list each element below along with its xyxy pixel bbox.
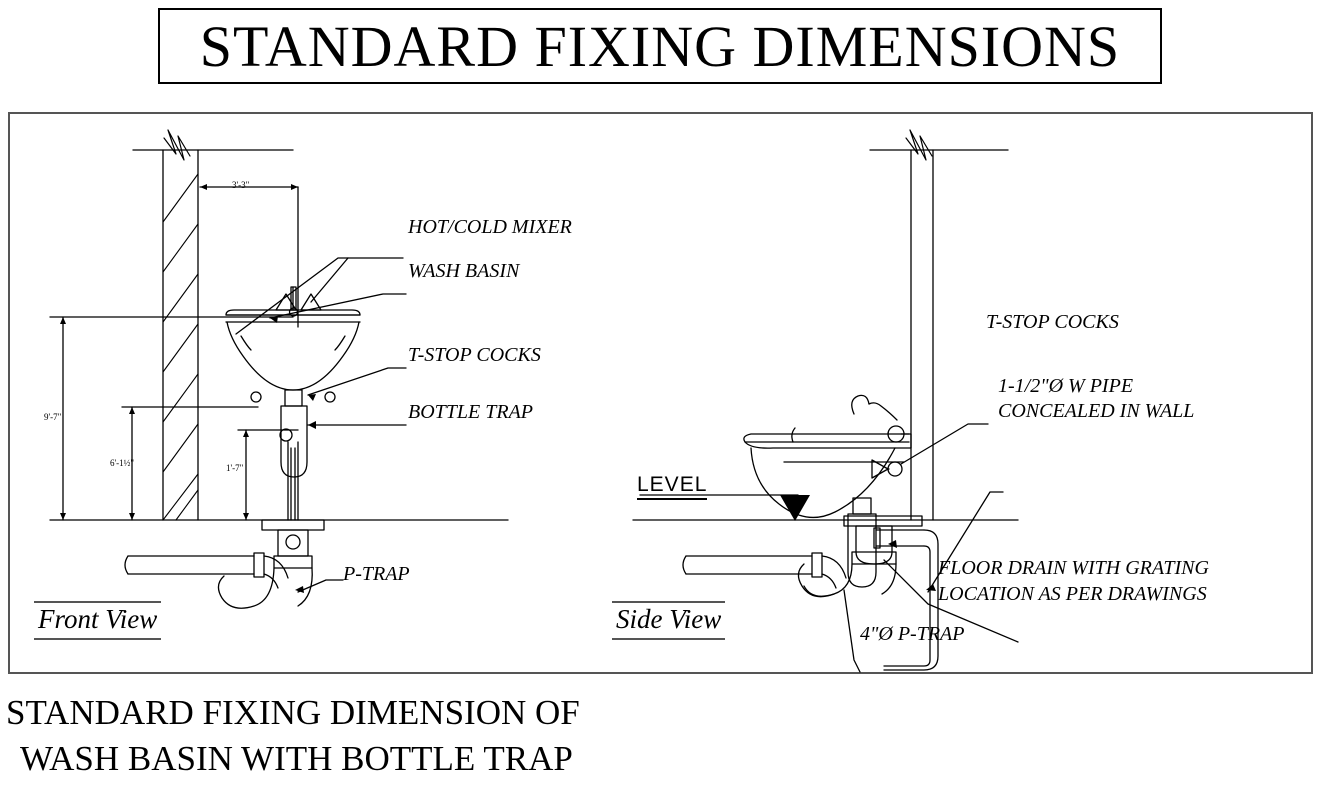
- drawing-frame: [8, 112, 1313, 674]
- title-box: STANDARD FIXING DIMENSIONS: [158, 8, 1162, 84]
- technical-drawing: [49, 129, 1019, 673]
- caption-line-2: WASH BASIN WITH BOTTLE TRAP: [20, 739, 573, 779]
- label-w-pipe-line1: 1-1/2"Ø W PIPE: [998, 375, 1134, 397]
- dimension-floor-to-trap: 1'-7": [226, 463, 244, 473]
- label-t-stop-cocks-front: T-STOP COCKS: [408, 344, 541, 366]
- label-hot-cold-mixer: HOT/COLD MIXER: [408, 216, 572, 238]
- side-view-caption-text: Side View: [612, 601, 726, 640]
- label-4-inch-p-trap: 4"Ø P-TRAP: [860, 623, 965, 645]
- front-view-caption-text: Front View: [34, 601, 162, 640]
- label-w-pipe-line2: CONCEALED IN WALL: [998, 400, 1195, 422]
- label-bottle-trap: BOTTLE TRAP: [408, 401, 534, 423]
- bottom-caption: STANDARD FIXING DIMENSION OF WASH BASIN …: [6, 690, 1006, 782]
- page-title: STANDARD FIXING DIMENSIONS: [199, 13, 1121, 79]
- level-marker-label: LEVEL: [637, 473, 708, 500]
- label-wash-basin: WASH BASIN: [408, 260, 520, 282]
- side-view-caption: Side View: [612, 601, 726, 640]
- dimension-floor-to-rim: 6'-1½": [110, 458, 135, 468]
- dimension-floor-to-top: 9'-7": [44, 412, 62, 422]
- label-floor-drain-line1: FLOOR DRAIN WITH GRATING: [938, 557, 1209, 579]
- label-p-trap: P-TRAP: [343, 563, 410, 585]
- caption-line-1: STANDARD FIXING DIMENSION OF: [6, 693, 580, 732]
- dimension-wall-to-center: 3'-3": [232, 180, 250, 190]
- front-view-caption: Front View: [34, 601, 162, 640]
- label-floor-drain-line2: LOCATION AS PER DRAWINGS: [938, 583, 1207, 605]
- label-t-stop-cocks-side: T-STOP COCKS: [986, 311, 1119, 333]
